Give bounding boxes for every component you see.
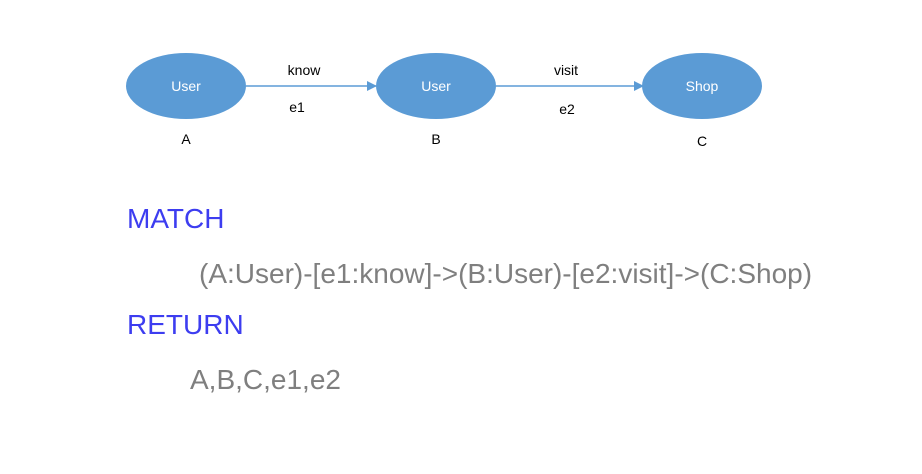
edge-know: know e1 — [246, 62, 377, 115]
node-c-label: Shop — [686, 78, 719, 94]
node-a-caption: A — [181, 131, 191, 147]
match-keyword: MATCH — [127, 203, 225, 234]
node-a-label: User — [171, 78, 201, 94]
edge-visit: visit e2 — [496, 62, 644, 117]
node-c-caption: C — [697, 133, 707, 149]
node-b-shape — [376, 53, 496, 119]
graph-diagram: know e1 visit e2 User A User B Shop C — [126, 53, 762, 149]
node-a-shape — [126, 53, 246, 119]
node-b-caption: B — [431, 131, 440, 147]
node-c: Shop C — [642, 53, 762, 149]
node-c-shape — [642, 53, 762, 119]
edge-e1-id-label: e1 — [289, 99, 305, 115]
node-b: User B — [376, 53, 496, 147]
node-a: User A — [126, 53, 246, 147]
edge-visit-label: visit — [554, 62, 578, 78]
match-pattern: (A:User)-[e1:know]->(B:User)-[e2:visit]-… — [199, 258, 813, 289]
return-items: A,B,C,e1,e2 — [190, 364, 341, 395]
edge-know-label: know — [288, 62, 322, 78]
edge-e2-id-label: e2 — [559, 101, 575, 117]
return-keyword: RETURN — [127, 309, 244, 340]
node-b-label: User — [421, 78, 451, 94]
